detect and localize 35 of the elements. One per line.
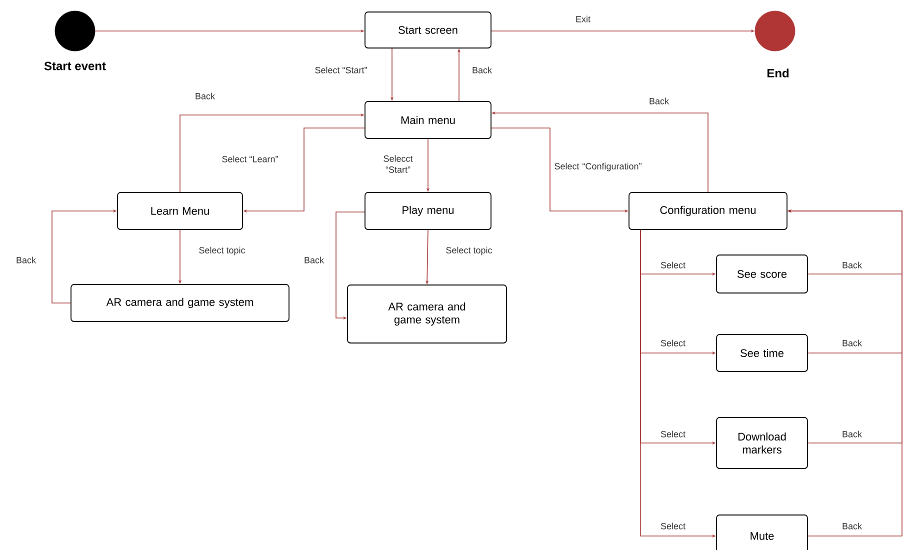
edge-label: Select “Start” xyxy=(315,66,367,74)
state-box: See score xyxy=(716,254,808,294)
state-box: Play menu xyxy=(364,192,492,230)
edge-label: Select xyxy=(660,430,686,438)
state-box: Download markers xyxy=(716,417,808,469)
edge-label: Back xyxy=(650,98,670,104)
state-box: AR camera and game system xyxy=(70,284,290,322)
state-box: See time xyxy=(716,334,808,372)
edge-label: Selecct “Start” xyxy=(384,155,413,173)
edge-label: Back xyxy=(842,522,862,530)
state-box: Mute xyxy=(716,514,808,550)
edge-label: Back xyxy=(842,430,862,438)
edge-label: Select topic xyxy=(199,246,246,256)
state-box: Start screen xyxy=(364,12,492,48)
edge-label: Back xyxy=(842,262,862,268)
state-box: Configuration menu xyxy=(628,192,788,230)
node-caption: End xyxy=(767,68,789,78)
edge-label: Back xyxy=(196,92,216,100)
edge-label: Back xyxy=(842,340,862,346)
edge-label: Back xyxy=(304,256,324,264)
state-box: Main menu xyxy=(364,101,492,139)
end-circle xyxy=(754,10,796,52)
edge-label: Select xyxy=(660,522,686,530)
edge-label: Select “Configuration” xyxy=(554,162,642,172)
edge-label: Back xyxy=(472,66,492,74)
edge-label: Select “Learn” xyxy=(222,156,278,162)
start-circle xyxy=(54,10,96,52)
state-box: Learn Menu xyxy=(117,192,243,230)
edge-label: Select topic xyxy=(446,246,492,256)
state-box: AR camera and game system xyxy=(347,284,507,344)
edge-label: Exit xyxy=(576,16,590,22)
edge-label: Back xyxy=(16,256,36,264)
edge-label: Select xyxy=(660,340,686,346)
node-caption: Start event xyxy=(44,62,106,70)
edge-label: Select xyxy=(660,262,686,268)
